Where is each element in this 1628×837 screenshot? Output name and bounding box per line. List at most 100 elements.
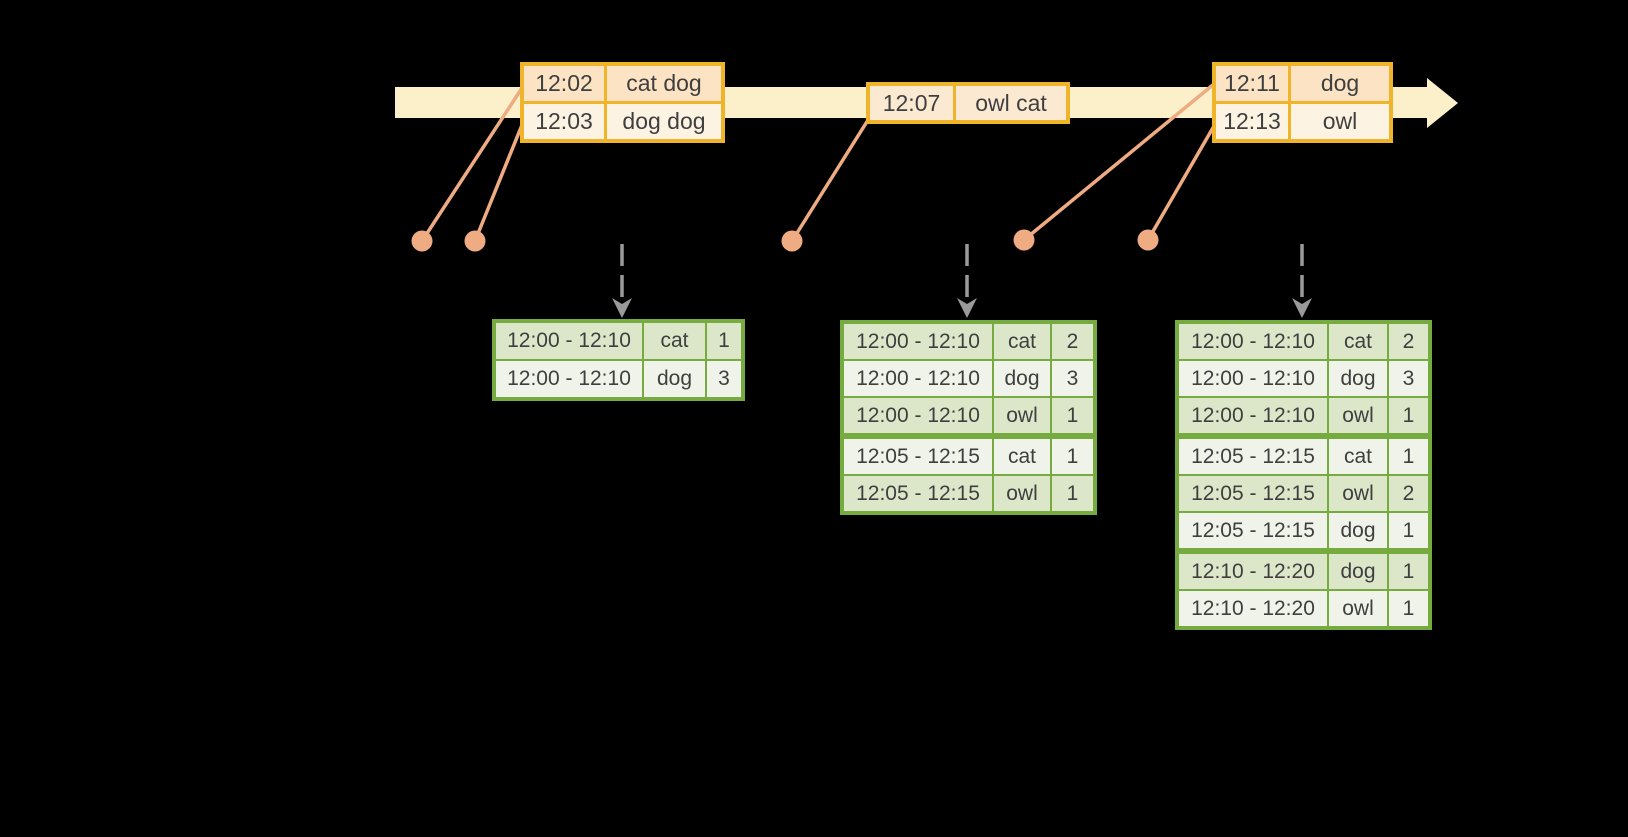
window-cell: 12:00 - 12:10 [496,323,642,359]
window-cell: 12:05 - 12:15 [844,439,992,474]
window-cell: 12:00 - 12:10 [1179,361,1327,396]
count-cell: 1 [1389,554,1428,589]
count-cell: 3 [1389,361,1428,396]
window-cell: 12:00 - 12:10 [844,361,992,396]
event-words-cell: owl cat [956,86,1066,120]
word-cell: dog [1329,513,1387,548]
count-cell: 1 [1389,439,1428,474]
count-cell: 2 [1389,324,1428,359]
event-dot-2 [464,230,486,252]
result-row: 12:05 - 12:15 owl 1 [844,476,1093,511]
event-row: 12:02 cat dog [524,66,721,101]
word-cell: owl [1329,398,1387,433]
timeline-arrowhead [1427,78,1458,128]
result-table-1: 12:00 - 12:10 cat 1 12:00 - 12:10 dog 3 [492,319,745,401]
window-cell: 12:05 - 12:15 [844,476,992,511]
result-row: 12:05 - 12:15 dog 1 [1179,513,1428,548]
count-cell: 3 [1052,361,1093,396]
count-cell: 1 [1052,398,1093,433]
word-cell: cat [644,323,705,359]
word-cell: dog [1329,361,1387,396]
event-connector-line-5 [1146,125,1216,241]
window-cell: 12:00 - 12:10 [844,398,992,433]
word-cell: cat [1329,439,1387,474]
count-cell: 3 [707,361,741,397]
event-dot-3 [781,230,803,252]
trigger-arrow-1 [612,244,632,318]
trigger-arrow-3 [1292,244,1312,318]
event-row: 12:03 dog dog [524,104,721,139]
trigger-arrow-2 [957,244,977,318]
event-time-cell: 12:07 [870,86,953,120]
result-row: 12:00 - 12:10 dog 3 [496,361,741,397]
event-row: 12:07 owl cat [870,86,1066,120]
event-row: 12:13 owl [1216,104,1389,139]
window-cell: 12:00 - 12:10 [1179,398,1327,433]
trigger-arrowhead-icon [612,298,632,318]
event-time-cell: 12:11 [1216,66,1288,101]
word-cell: dog [994,361,1050,396]
event-connector-line-2 [473,124,524,242]
count-cell: 1 [707,323,741,359]
event-words-cell: cat dog [607,66,721,101]
event-time-cell: 12:03 [524,104,604,139]
count-cell: 1 [1052,476,1093,511]
result-row: 12:05 - 12:15 cat 1 [844,439,1093,474]
event-time-cell: 12:13 [1216,104,1288,139]
result-row: 12:00 - 12:10 owl 1 [1179,398,1428,433]
event-words-cell: owl [1291,104,1389,139]
window-cell: 12:10 - 12:20 [1179,554,1327,589]
event-time-cell: 12:02 [524,66,604,101]
result-row: 12:05 - 12:15 owl 2 [1179,476,1428,511]
count-cell: 1 [1389,513,1428,548]
word-cell: cat [994,324,1050,359]
event-table-1: 12:02 cat dog 12:03 dog dog [520,62,725,143]
window-cell: 12:05 - 12:15 [1179,513,1327,548]
result-row: 12:00 - 12:10 cat 2 [1179,324,1428,359]
event-dot-4 [1013,229,1035,251]
word-cell: cat [1329,324,1387,359]
result-row: 12:00 - 12:10 dog 3 [844,361,1093,396]
window-cell: 12:00 - 12:10 [496,361,642,397]
window-cell: 12:00 - 12:10 [1179,324,1327,359]
word-cell: owl [1329,591,1387,626]
word-cell: owl [994,476,1050,511]
result-row: 12:00 - 12:10 cat 2 [844,324,1093,359]
count-cell: 2 [1389,476,1428,511]
result-row: 12:00 - 12:10 owl 1 [844,398,1093,433]
event-words-cell: dog dog [607,104,721,139]
count-cell: 1 [1052,439,1093,474]
event-words-cell: dog [1291,66,1389,101]
event-connector-line-1 [420,87,524,242]
word-cell: dog [644,361,705,397]
trigger-arrowhead-icon [957,298,977,318]
result-row: 12:05 - 12:15 cat 1 [1179,439,1428,474]
window-cell: 12:00 - 12:10 [844,324,992,359]
count-cell: 1 [1389,591,1428,626]
result-row: 12:00 - 12:10 dog 3 [1179,361,1428,396]
result-row: 12:00 - 12:10 cat 1 [496,323,741,359]
event-dot-5 [1137,229,1159,251]
event-dots [411,229,1159,252]
trigger-arrowhead-icon [1292,298,1312,318]
word-cell: dog [1329,554,1387,589]
event-table-3: 12:11 dog 12:13 owl [1212,62,1393,143]
word-cell: owl [1329,476,1387,511]
window-cell: 12:10 - 12:20 [1179,591,1327,626]
window-cell: 12:05 - 12:15 [1179,439,1327,474]
word-cell: cat [994,439,1050,474]
event-connector-line-3 [790,119,870,242]
event-dot-1 [411,230,433,252]
event-connector-line-4 [1022,82,1216,242]
word-cell: owl [994,398,1050,433]
result-table-3: 12:00 - 12:10 cat 2 12:00 - 12:10 dog 3 … [1175,320,1432,630]
count-cell: 1 [1389,398,1428,433]
result-row: 12:10 - 12:20 dog 1 [1179,554,1428,589]
event-connector-lines [420,82,1216,242]
result-row: 12:10 - 12:20 owl 1 [1179,591,1428,626]
count-cell: 2 [1052,324,1093,359]
result-table-2: 12:00 - 12:10 cat 2 12:00 - 12:10 dog 3 … [840,320,1097,515]
event-table-2: 12:07 owl cat [866,82,1070,124]
